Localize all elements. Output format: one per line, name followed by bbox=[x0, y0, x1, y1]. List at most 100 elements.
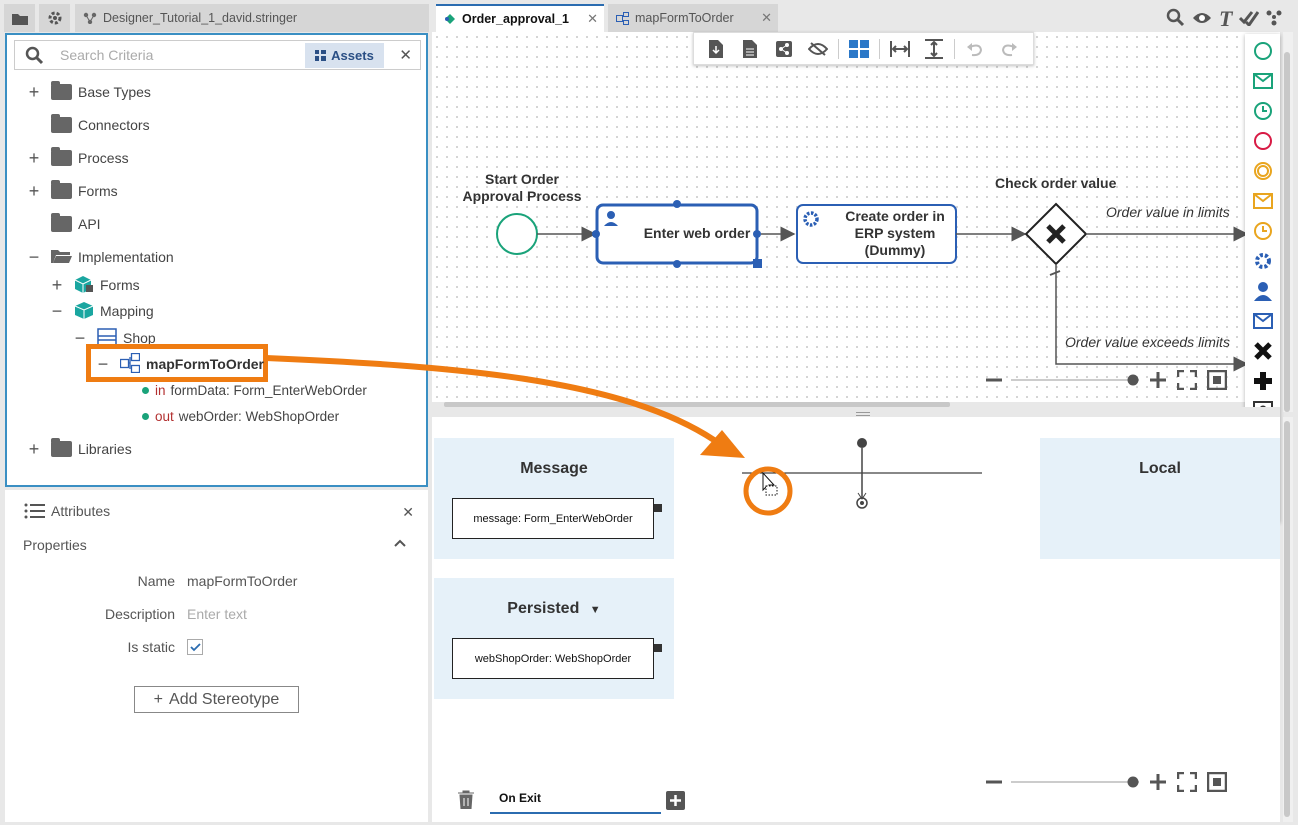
expand-horizontal-icon[interactable] bbox=[886, 37, 914, 61]
expand-icon[interactable]: + bbox=[28, 81, 40, 102]
parallel-gateway-icon[interactable] bbox=[1252, 370, 1274, 392]
gear-icon[interactable] bbox=[39, 4, 70, 32]
toolbar-divider bbox=[838, 38, 839, 59]
tab-order-approval[interactable]: Order_approval_1 ✕ bbox=[436, 4, 604, 32]
connector-port[interactable] bbox=[654, 644, 662, 652]
zoom-in-icon[interactable] bbox=[1149, 773, 1167, 794]
search-icon bbox=[25, 46, 44, 68]
expand-icon[interactable]: + bbox=[28, 147, 40, 168]
share-nodes-icon[interactable] bbox=[1266, 10, 1282, 29]
tree-item-map-form-to-order[interactable]: −mapFormToOrder bbox=[96, 352, 264, 375]
hide-icon[interactable] bbox=[804, 37, 832, 61]
tree-item-impl-forms[interactable]: +Forms bbox=[50, 274, 140, 296]
redo-icon[interactable] bbox=[995, 37, 1023, 61]
start-label-line: Start Order bbox=[485, 171, 559, 187]
collapse-icon[interactable]: − bbox=[74, 327, 86, 348]
collapse-icon[interactable]: − bbox=[97, 353, 109, 374]
close-tab-icon[interactable]: ✕ bbox=[761, 10, 772, 25]
assets-label: Assets bbox=[331, 48, 374, 63]
layout-grid-icon[interactable] bbox=[845, 37, 873, 61]
document-icon[interactable] bbox=[736, 37, 764, 61]
fit-screen-icon[interactable] bbox=[1176, 771, 1198, 795]
message-task-icon[interactable] bbox=[1252, 310, 1274, 332]
message-variable[interactable]: message: Form_EnterWebOrder bbox=[452, 498, 654, 539]
clear-search-icon[interactable]: ✕ bbox=[399, 47, 412, 64]
user-task-icon[interactable] bbox=[1252, 280, 1274, 302]
collapse-icon[interactable]: − bbox=[28, 246, 40, 267]
tree-item-process[interactable]: +Process bbox=[27, 147, 129, 169]
close-icon[interactable]: ✕ bbox=[402, 504, 414, 520]
search-icon[interactable] bbox=[1166, 8, 1185, 30]
zoom-slider[interactable] bbox=[1009, 775, 1143, 792]
assets-filter-button[interactable]: Assets bbox=[305, 43, 384, 68]
horizontal-splitter[interactable] bbox=[432, 407, 1280, 417]
add-phase-icon[interactable] bbox=[666, 791, 685, 810]
tab-on-exit[interactable]: On Exit bbox=[490, 784, 661, 814]
expand-icon[interactable]: + bbox=[28, 438, 40, 459]
message-intermediate-icon[interactable] bbox=[1252, 190, 1274, 212]
status-dot-icon bbox=[142, 412, 149, 420]
search-input[interactable]: Search Criteria bbox=[60, 47, 154, 63]
message-start-icon[interactable] bbox=[1252, 70, 1274, 92]
connector-port[interactable] bbox=[654, 504, 662, 512]
close-tab-icon[interactable]: ✕ bbox=[587, 11, 598, 26]
param-direction: in bbox=[155, 382, 166, 398]
fit-screen-icon[interactable] bbox=[1176, 369, 1198, 393]
expand-icon[interactable]: + bbox=[51, 274, 63, 295]
tree-item-param-out[interactable]: out webOrder: WebShopOrder bbox=[142, 405, 339, 427]
tree-item-forms[interactable]: +Forms bbox=[27, 180, 118, 202]
name-field[interactable]: mapFormToOrder bbox=[187, 573, 298, 589]
tree-item-libraries[interactable]: +Libraries bbox=[27, 438, 132, 460]
trash-icon[interactable] bbox=[458, 790, 474, 812]
process-diagram bbox=[496, 200, 1249, 372]
tree-item-connectors[interactable]: Connectors bbox=[27, 114, 150, 136]
chevron-up-icon[interactable] bbox=[394, 534, 406, 550]
task-create-order-label[interactable]: Create order in ERP system (Dummy) bbox=[814, 208, 976, 259]
tree-item-param-in[interactable]: in formData: Form_EnterWebOrder bbox=[142, 379, 367, 401]
mapping-vertical-scrollbar[interactable] bbox=[1283, 417, 1293, 822]
persisted-variable[interactable]: webShopOrder: WebShopOrder bbox=[452, 638, 654, 679]
text-style-icon[interactable]: T bbox=[1219, 6, 1233, 31]
expand-icon[interactable]: + bbox=[28, 180, 40, 201]
start-event-icon[interactable] bbox=[1252, 40, 1274, 62]
description-field[interactable]: Enter text bbox=[187, 606, 247, 622]
zoom-slider[interactable] bbox=[1009, 373, 1143, 390]
eye-icon[interactable] bbox=[1192, 11, 1212, 28]
local-block-title: Local bbox=[1139, 460, 1181, 477]
expand-vertical-icon[interactable] bbox=[920, 37, 948, 61]
share-icon[interactable] bbox=[770, 37, 798, 61]
end-event-icon[interactable] bbox=[1252, 130, 1274, 152]
tree-label: webOrder: WebShopOrder bbox=[178, 408, 340, 424]
is-static-checkbox[interactable] bbox=[187, 639, 203, 655]
timer-intermediate-icon[interactable] bbox=[1252, 220, 1274, 242]
folder-icon bbox=[51, 81, 72, 100]
add-stereotype-button[interactable]: +Add Stereotype bbox=[134, 686, 299, 713]
undo-icon[interactable] bbox=[961, 37, 989, 61]
exclusive-gateway-icon[interactable] bbox=[1252, 340, 1274, 362]
tree-item-implementation[interactable]: −Implementation bbox=[27, 246, 174, 268]
process-canvas[interactable]: Start Order Approval Process Enter web o… bbox=[432, 32, 1280, 402]
double-check-icon[interactable] bbox=[1239, 10, 1260, 29]
tab-project[interactable]: Designer_Tutorial_1_david.stringer bbox=[75, 4, 429, 32]
service-task-icon[interactable] bbox=[1252, 250, 1274, 272]
folder-icon[interactable] bbox=[4, 4, 35, 32]
tab-map-form-to-order[interactable]: mapFormToOrder ✕ bbox=[608, 4, 778, 32]
is-static-label: Is static bbox=[127, 639, 175, 655]
dropdown-arrow-icon[interactable]: ▼ bbox=[589, 604, 601, 616]
actual-size-icon[interactable] bbox=[1206, 771, 1228, 795]
intermediate-event-icon[interactable] bbox=[1252, 160, 1274, 182]
task-enter-web-order-label[interactable]: Enter web order bbox=[643, 225, 751, 241]
vertical-scrollbar[interactable] bbox=[1283, 32, 1293, 412]
tree-item-mapping[interactable]: −Mapping bbox=[50, 300, 154, 322]
tree-item-base-types[interactable]: +Base Types bbox=[27, 81, 151, 103]
actual-size-icon[interactable] bbox=[1206, 369, 1228, 393]
download-icon[interactable] bbox=[702, 37, 730, 61]
zoom-out-icon[interactable] bbox=[985, 773, 1003, 794]
tree-item-api[interactable]: API bbox=[27, 213, 101, 235]
timer-start-icon[interactable] bbox=[1252, 100, 1274, 122]
properties-section-title: Properties bbox=[23, 537, 87, 553]
zoom-out-icon[interactable] bbox=[985, 371, 1003, 392]
param-direction: out bbox=[155, 408, 174, 424]
zoom-in-icon[interactable] bbox=[1149, 371, 1167, 392]
collapse-icon[interactable]: − bbox=[51, 300, 63, 321]
